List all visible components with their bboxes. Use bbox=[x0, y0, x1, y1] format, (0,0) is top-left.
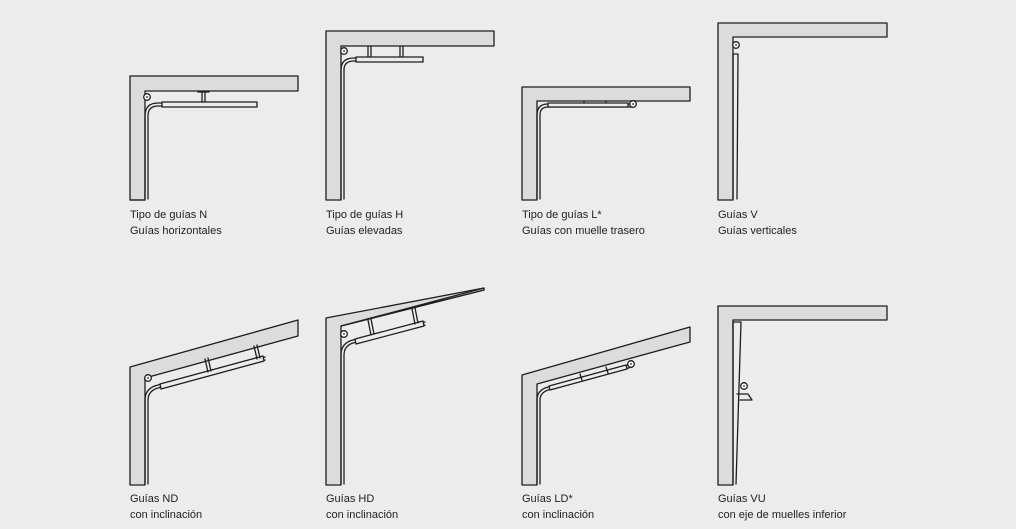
caption-subtitle: con inclinación bbox=[326, 509, 399, 521]
caption-title: Guías ND bbox=[130, 493, 179, 505]
track-bar bbox=[355, 56, 424, 63]
caption-title: Tipo de guías H bbox=[326, 209, 404, 221]
track-bar bbox=[161, 101, 258, 108]
caption-subtitle: Guías con muelle trasero bbox=[522, 225, 645, 237]
guide-rail bbox=[340, 321, 426, 485]
track-type-nd-drawing bbox=[129, 319, 299, 486]
track-type-ld-drawing bbox=[521, 326, 691, 486]
caption-hd: Guías HD con inclinación bbox=[326, 491, 398, 523]
wall-lintel bbox=[325, 287, 485, 486]
caption-title: Guías VU bbox=[718, 493, 766, 505]
caption-subtitle: Guías elevadas bbox=[326, 225, 403, 237]
guide-rail bbox=[732, 321, 742, 485]
track-type-l-drawing bbox=[521, 86, 691, 201]
caption-subtitle: con eje de muelles inferior bbox=[718, 509, 847, 521]
wall-lintel bbox=[129, 75, 299, 201]
guide-rail bbox=[536, 103, 635, 200]
caption-subtitle: con inclinación bbox=[130, 509, 203, 521]
wall-lintel bbox=[717, 305, 888, 486]
caption-subtitle: Guías verticales bbox=[718, 225, 797, 237]
guide-rail bbox=[340, 57, 424, 200]
caption-v: Guías V Guías verticales bbox=[718, 207, 797, 239]
wall-lintel bbox=[129, 319, 299, 486]
caption-title: Guías LD* bbox=[522, 493, 573, 505]
wall-lintel bbox=[521, 326, 691, 486]
track-type-n-drawing bbox=[129, 75, 299, 201]
track-bar bbox=[159, 355, 265, 390]
wall-lintel-lower bbox=[340, 287, 485, 327]
track-type-v-drawing bbox=[717, 22, 888, 201]
guide-rail bbox=[732, 53, 739, 200]
caption-vu: Guías VU con eje de muelles inferior bbox=[718, 491, 846, 523]
caption-l: Tipo de guías L* Guías con muelle traser… bbox=[522, 207, 645, 239]
track-bar bbox=[547, 102, 629, 108]
guide-rail bbox=[144, 102, 258, 200]
track-type-vu-drawing bbox=[717, 305, 888, 486]
guide-rail bbox=[536, 363, 633, 485]
caption-ld: Guías LD* con inclinación bbox=[522, 491, 594, 523]
wall-lintel bbox=[717, 22, 888, 201]
wall-lintel bbox=[521, 86, 691, 201]
caption-title: Tipo de guías L* bbox=[522, 209, 602, 221]
guide-rail bbox=[144, 356, 266, 485]
caption-n: Tipo de guías N Guías horizontales bbox=[130, 207, 222, 239]
caption-title: Tipo de guías N bbox=[130, 209, 208, 221]
track-type-hd-drawing bbox=[325, 287, 485, 486]
wall-lintel bbox=[325, 30, 495, 201]
track-type-h-drawing bbox=[325, 30, 495, 201]
track-bar bbox=[354, 320, 425, 345]
caption-title: Guías V bbox=[718, 209, 758, 221]
caption-subtitle: Guías horizontales bbox=[130, 225, 222, 237]
caption-h: Tipo de guías H Guías elevadas bbox=[326, 207, 403, 239]
caption-nd: Guías ND con inclinación bbox=[130, 491, 202, 523]
caption-subtitle: con inclinación bbox=[522, 509, 595, 521]
spring-bracket bbox=[736, 393, 753, 401]
caption-title: Guías HD bbox=[326, 493, 375, 505]
